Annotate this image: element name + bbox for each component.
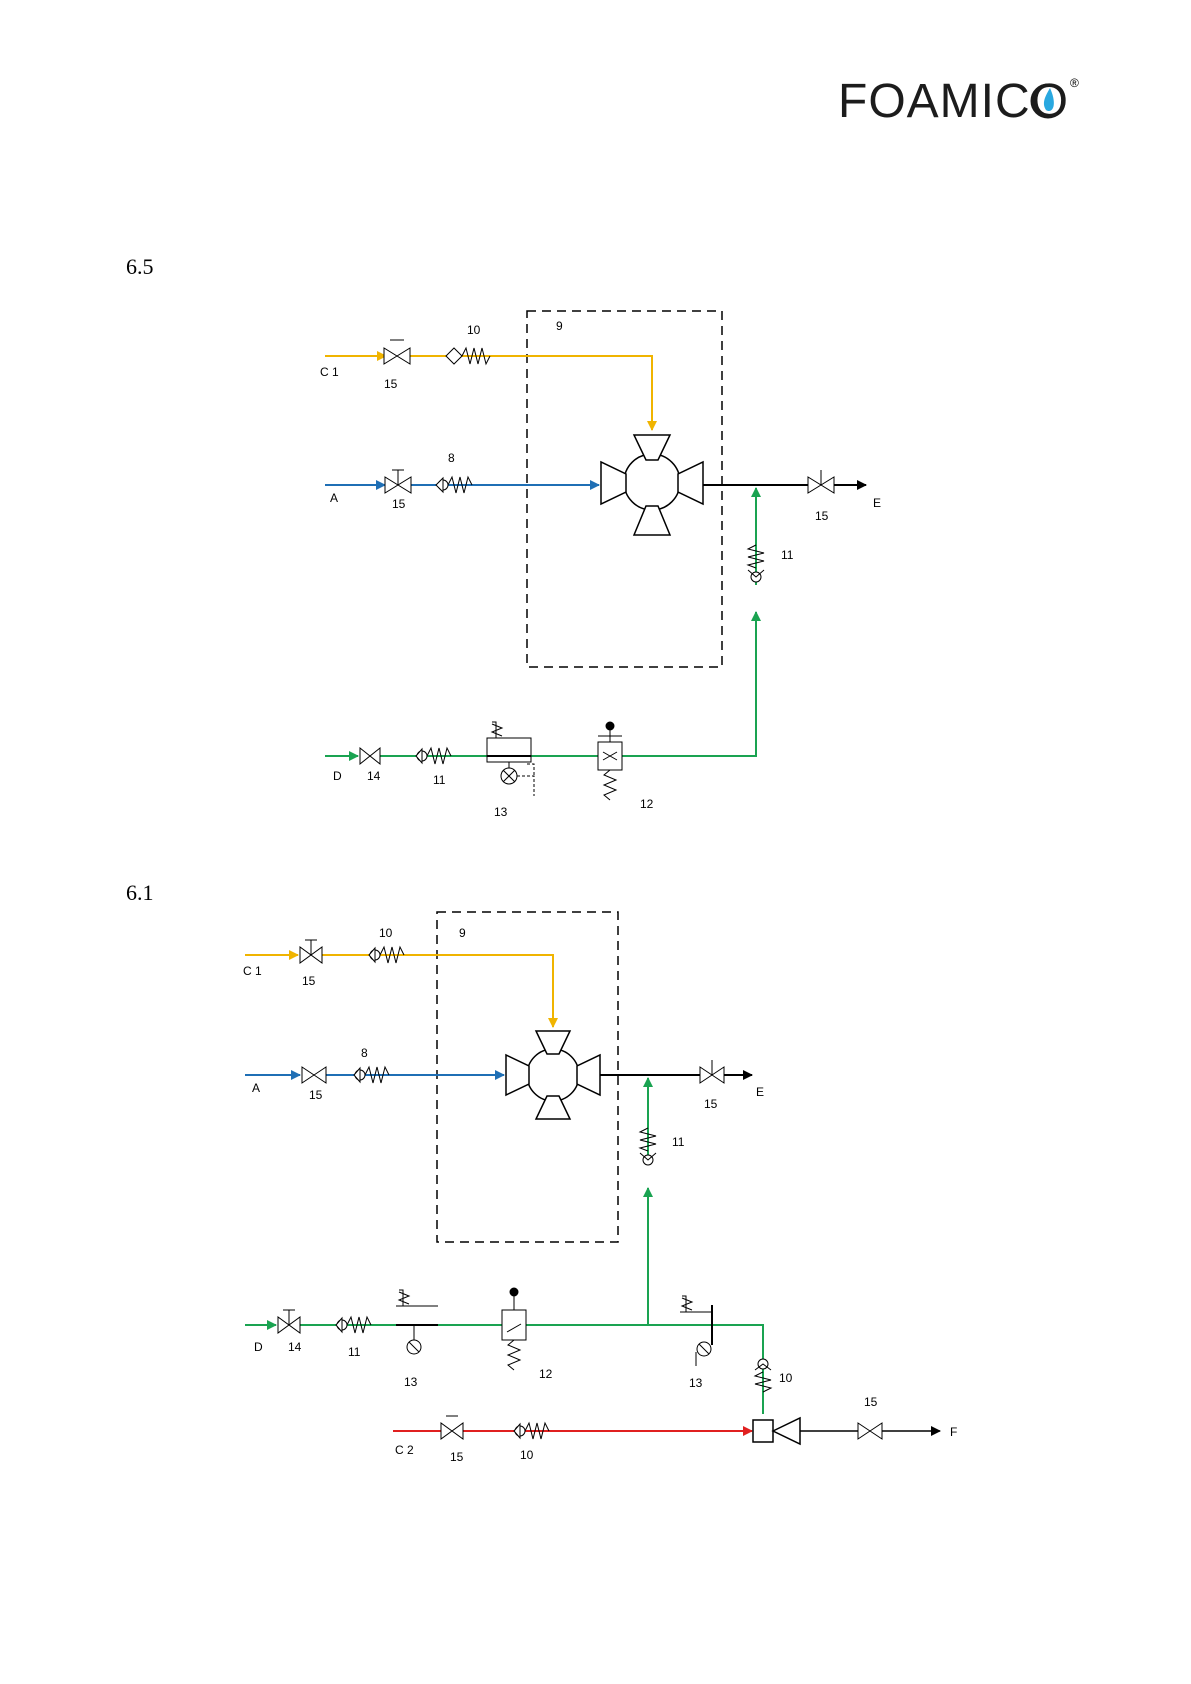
label-15-c1: 15 bbox=[384, 377, 398, 391]
label-15-e: 15 bbox=[704, 1097, 718, 1111]
label-8: 8 bbox=[361, 1046, 368, 1060]
diagram-6-1: C 1 A D E C 2 F 9 10 15 8 15 15 11 14 11… bbox=[243, 912, 957, 1464]
label-15-a: 15 bbox=[309, 1088, 323, 1102]
label-13-first: 13 bbox=[404, 1375, 418, 1389]
outlet-label-f: F bbox=[950, 1425, 957, 1439]
valve-icon bbox=[858, 1423, 882, 1439]
valve-icon bbox=[302, 1067, 326, 1083]
label-12: 12 bbox=[640, 797, 654, 811]
label-13-second: 13 bbox=[689, 1376, 703, 1390]
label-15-f: 15 bbox=[864, 1395, 878, 1409]
pressure-regulator-icon bbox=[396, 1290, 438, 1354]
valve-icon bbox=[384, 340, 410, 364]
check-valve-icon bbox=[640, 1128, 656, 1165]
manual-valve-icon bbox=[502, 1288, 526, 1370]
mixer-symbol bbox=[601, 435, 703, 535]
valve-icon bbox=[300, 940, 322, 963]
label-13: 13 bbox=[494, 805, 508, 819]
foam-concentrate-line-to-mixer bbox=[410, 356, 652, 430]
valve-icon bbox=[278, 1310, 300, 1333]
label-9: 9 bbox=[556, 319, 563, 333]
valve-icon bbox=[700, 1060, 724, 1083]
label-11-vertical: 11 bbox=[672, 1135, 685, 1149]
label-10-c1: 10 bbox=[379, 926, 393, 940]
label-10: 10 bbox=[467, 323, 481, 337]
label-15-c2: 15 bbox=[450, 1450, 464, 1464]
logo-drop-icon bbox=[1032, 85, 1064, 117]
valve-icon bbox=[441, 1416, 463, 1439]
label-15-a: 15 bbox=[392, 497, 406, 511]
air-line-main bbox=[380, 612, 756, 756]
valve-icon bbox=[808, 470, 834, 493]
inlet-label-d: D bbox=[333, 769, 342, 783]
proportioner-icon bbox=[753, 1418, 800, 1444]
inlet-label-c1: C 1 bbox=[320, 365, 339, 379]
inlet-label-a: A bbox=[330, 491, 338, 505]
label-10-vertical: 10 bbox=[779, 1371, 793, 1385]
label-15-c1: 15 bbox=[302, 974, 316, 988]
outlet-label-e: E bbox=[756, 1085, 764, 1099]
check-valve-icon bbox=[748, 545, 764, 582]
outlet-label-e: E bbox=[873, 496, 881, 510]
label-11-d: 11 bbox=[433, 773, 446, 787]
label-15-e: 15 bbox=[815, 509, 829, 523]
label-11-vertical: 11 bbox=[781, 548, 794, 562]
label-14: 14 bbox=[367, 769, 381, 783]
manual-valve-icon bbox=[598, 722, 622, 800]
label-11-d: 11 bbox=[348, 1345, 361, 1359]
pressure-regulator-icon bbox=[487, 722, 534, 796]
label-12: 12 bbox=[539, 1367, 553, 1381]
label-10-c2: 10 bbox=[520, 1448, 534, 1462]
label-14: 14 bbox=[288, 1340, 302, 1354]
inlet-label-d: D bbox=[254, 1340, 263, 1354]
label-8: 8 bbox=[448, 451, 455, 465]
inlet-label-a: A bbox=[252, 1081, 260, 1095]
air-line-main bbox=[300, 1325, 763, 1414]
mixer-symbol bbox=[506, 1031, 600, 1119]
inlet-label-c1: C 1 bbox=[243, 964, 262, 978]
label-9: 9 bbox=[459, 926, 466, 940]
diagram-6-5: C 1 A D E 9 10 15 8 15 15 11 14 11 13 12 bbox=[320, 311, 881, 819]
valve-icon bbox=[385, 470, 411, 493]
pressure-regulator-icon bbox=[680, 1296, 712, 1366]
inlet-label-c2: C 2 bbox=[395, 1443, 414, 1457]
valve-icon bbox=[360, 748, 380, 764]
